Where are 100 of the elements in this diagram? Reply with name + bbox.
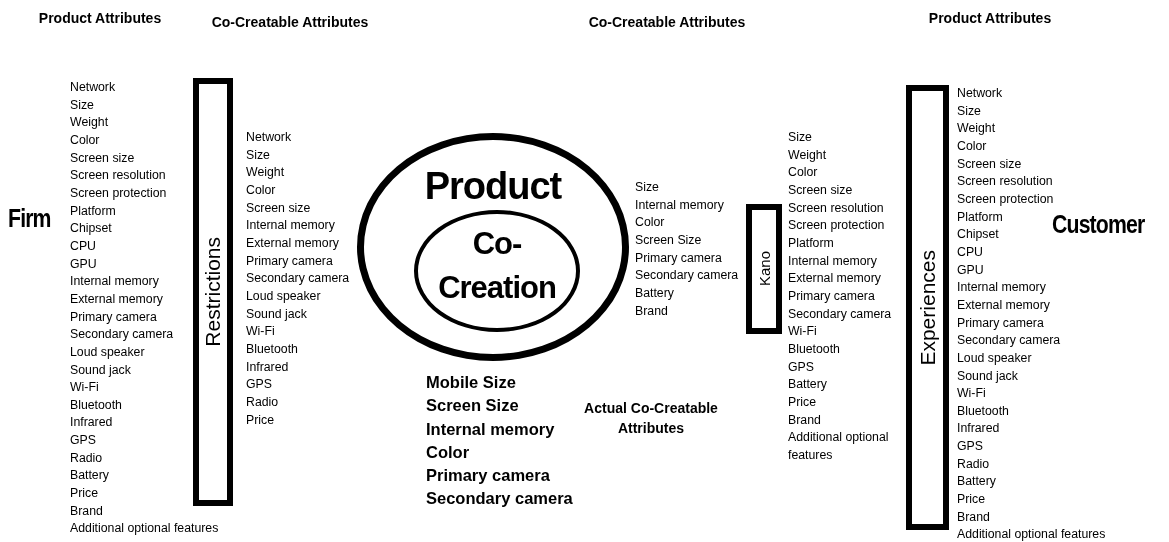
attribute-item: Infrared [246, 358, 289, 376]
attribute-item: Additional optional features [957, 526, 1106, 542]
attribute-item: GPU [70, 255, 97, 273]
attribute-item: Internal memory [426, 418, 555, 440]
attribute-item: Secondary camera [246, 270, 350, 288]
vertical-bar [193, 78, 233, 506]
attribute-item: Chipset [957, 226, 999, 244]
bar-label: Restrictions [201, 237, 225, 347]
attribute-item: Primary camera [246, 252, 333, 270]
attribute-item: Bluetooth [70, 396, 122, 414]
attribute-item: Screen size [70, 149, 135, 167]
ellipse-label: Product [423, 164, 563, 208]
attribute-item: Brand [957, 508, 990, 526]
attribute-item: Price [246, 411, 275, 429]
attribute-item: CPU [957, 243, 983, 261]
attribute-item: Battery [957, 473, 996, 491]
attribute-item: Platform [70, 202, 116, 220]
attribute-item: Screen Size [635, 231, 702, 249]
attribute-item: Radio [70, 449, 103, 467]
attribute-item: Price [788, 393, 817, 411]
attribute-item: Infrared [70, 414, 113, 432]
column-heading: Product Attributes [927, 9, 1053, 28]
column-heading: Product Attributes [37, 9, 163, 28]
attribute-item: Color [957, 137, 987, 155]
attribute-item: Internal memory [635, 196, 724, 214]
attribute-item: Weight [70, 114, 109, 132]
actor-label: Customer [1052, 210, 1145, 239]
ellipse [414, 210, 580, 332]
attribute-item: External memory [788, 270, 881, 288]
attribute-item: Sound jack [70, 361, 131, 379]
attribute-item: Infrared [957, 420, 1000, 438]
attribute-item: Platform [788, 234, 834, 252]
attribute-item: Primary camera [788, 287, 875, 305]
attribute-item: Wi-Fi [957, 385, 986, 403]
attribute-item: Internal memory [788, 252, 877, 270]
bar-label: Kano [755, 251, 773, 287]
attribute-item: Screen resolution [957, 173, 1053, 191]
attribute-item: Secondary camera [957, 332, 1061, 350]
attribute-item: Internal memory [70, 273, 159, 291]
attribute-item: Secondary camera [788, 305, 892, 323]
attribute-item: Battery [635, 284, 674, 302]
attribute-item: Network [957, 85, 1003, 102]
column-heading: Co-Creatable Attributes [587, 13, 747, 32]
attribute-item: Color [426, 441, 470, 463]
vertical-bar [906, 85, 949, 530]
attribute-item: GPS [957, 438, 983, 456]
attribute-item: GPS [70, 432, 96, 450]
attribute-item: Primary camera [635, 249, 722, 267]
attribute-item: Color [246, 181, 276, 199]
bar-label: Experiences [915, 249, 940, 366]
actor-label: Firm [8, 204, 51, 233]
attribute-item: Bluetooth [246, 340, 298, 358]
attribute-item: Wi-Fi [788, 323, 817, 341]
attribute-item: Size [246, 146, 270, 164]
attribute-item: Size [788, 129, 812, 146]
attribute-item: Additional optional features [788, 429, 890, 464]
attribute-item: Radio [246, 393, 279, 411]
attribute-item: External memory [246, 234, 339, 252]
attribute-item: GPU [957, 261, 984, 279]
attribute-item: Radio [957, 455, 990, 473]
attribute-item: Primary camera [957, 314, 1044, 332]
attribute-item: Bluetooth [788, 340, 840, 358]
attribute-item: Price [70, 485, 99, 503]
attribute-item: Price [957, 491, 986, 509]
attribute-item: Battery [70, 467, 109, 485]
attribute-item: Screen size [788, 181, 853, 199]
attribute-item: Loud speaker [957, 349, 1032, 367]
attribute-item: Network [70, 79, 116, 96]
attribute-item: Brand [788, 411, 821, 429]
attribute-item: Size [957, 102, 981, 120]
attribute-item: Screen resolution [70, 167, 166, 185]
attribute-item: Brand [70, 502, 103, 520]
attribute-item: GPS [246, 376, 272, 394]
attribute-item: Brand [635, 302, 668, 320]
attribute-item: Sound jack [957, 367, 1018, 385]
attribute-item: Size [70, 96, 94, 114]
attribute-item: Color [70, 131, 100, 149]
attribute-item: Weight [957, 120, 996, 138]
attribute-item: Mobile Size [426, 372, 516, 393]
attribute-item: Primary camera [426, 465, 550, 487]
attribute-item: Wi-Fi [70, 379, 99, 397]
attribute-item: Additional optional features [70, 520, 219, 538]
attribute-item: Secondary camera [70, 326, 174, 344]
attribute-item: Loud speaker [246, 287, 321, 305]
attribute-item: Weight [788, 146, 827, 164]
vertical-bar [746, 204, 782, 334]
attribute-item: Screen protection [70, 184, 167, 202]
ellipse [357, 133, 629, 361]
attribute-item: Screen size [246, 199, 311, 217]
attribute-item: Bluetooth [957, 402, 1009, 420]
attribute-item: Secondary camera [635, 267, 739, 285]
attribute-item: Loud speaker [70, 343, 145, 361]
attribute-item: Screen protection [957, 190, 1054, 208]
attribute-item: Network [246, 129, 292, 146]
attribute-item: External memory [957, 296, 1050, 314]
attribute-item: Screen size [957, 155, 1022, 173]
attribute-item: Color [788, 164, 818, 182]
attribute-item: Screen Size [426, 395, 519, 417]
column-heading: Actual Co-Creatable Attributes [583, 399, 719, 438]
attribute-item: Primary camera [70, 308, 157, 326]
